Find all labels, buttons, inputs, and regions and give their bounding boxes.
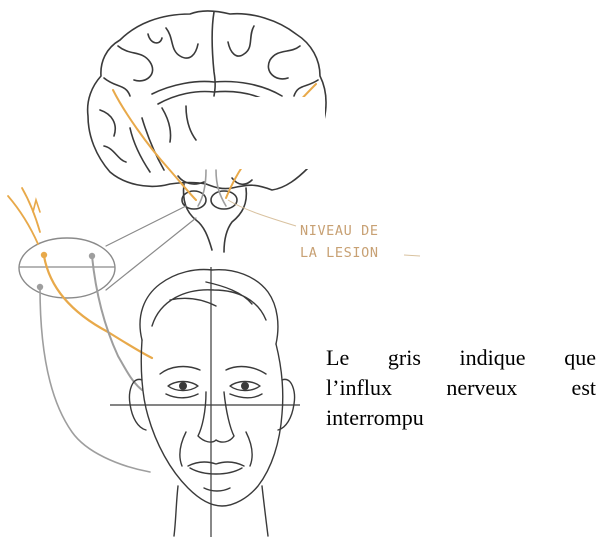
inset-leader-lower	[106, 218, 196, 290]
nose	[198, 392, 234, 442]
lesion-label-line-1: NIVEAU DE	[300, 220, 379, 242]
face-outline	[141, 340, 283, 506]
pathway-inset	[8, 188, 196, 298]
face-reference-lines	[110, 267, 300, 537]
chin-line	[204, 488, 230, 491]
incoming-fibers	[8, 188, 40, 244]
lesion-label-tick	[404, 255, 420, 256]
facial-nerve-fibers	[40, 256, 152, 472]
right-eyebrow	[226, 367, 266, 374]
fiber-to-forehead-orange	[44, 256, 152, 358]
inset-oval	[19, 238, 115, 298]
caption-line-2: l’influx nerveux est	[326, 373, 596, 403]
left-lateral-ventricle	[162, 106, 196, 142]
left-eyebrow	[160, 367, 200, 374]
left-iris	[179, 382, 187, 390]
inset-arrow-upper	[33, 200, 40, 212]
longitudinal-fissure	[212, 12, 215, 96]
redaction-box	[197, 97, 325, 169]
mouth	[188, 462, 244, 474]
caption-text: Le gris indique que l’influx nerveux est…	[326, 343, 596, 433]
brainstem-tract-grey	[198, 170, 206, 206]
lesion-leader-line	[228, 200, 296, 226]
hair	[140, 270, 278, 344]
neck	[174, 486, 268, 536]
fiber-grey-upper	[92, 256, 142, 390]
brainstem-nucleus-right	[211, 191, 237, 209]
right-iris	[241, 382, 249, 390]
cerebral-peduncles	[178, 176, 252, 184]
face-drawing	[130, 270, 295, 536]
lesion-level-label: NIVEAU DE LA LESION	[300, 220, 379, 264]
caption-line-3: interrompu	[326, 403, 596, 433]
inset-leader-upper	[106, 206, 186, 246]
caption-line-1: Le gris indique que	[326, 343, 596, 373]
nasolabial-folds	[180, 432, 252, 466]
lesion-label-line-2: LA LESION	[300, 242, 379, 264]
eye-lids	[166, 394, 262, 398]
